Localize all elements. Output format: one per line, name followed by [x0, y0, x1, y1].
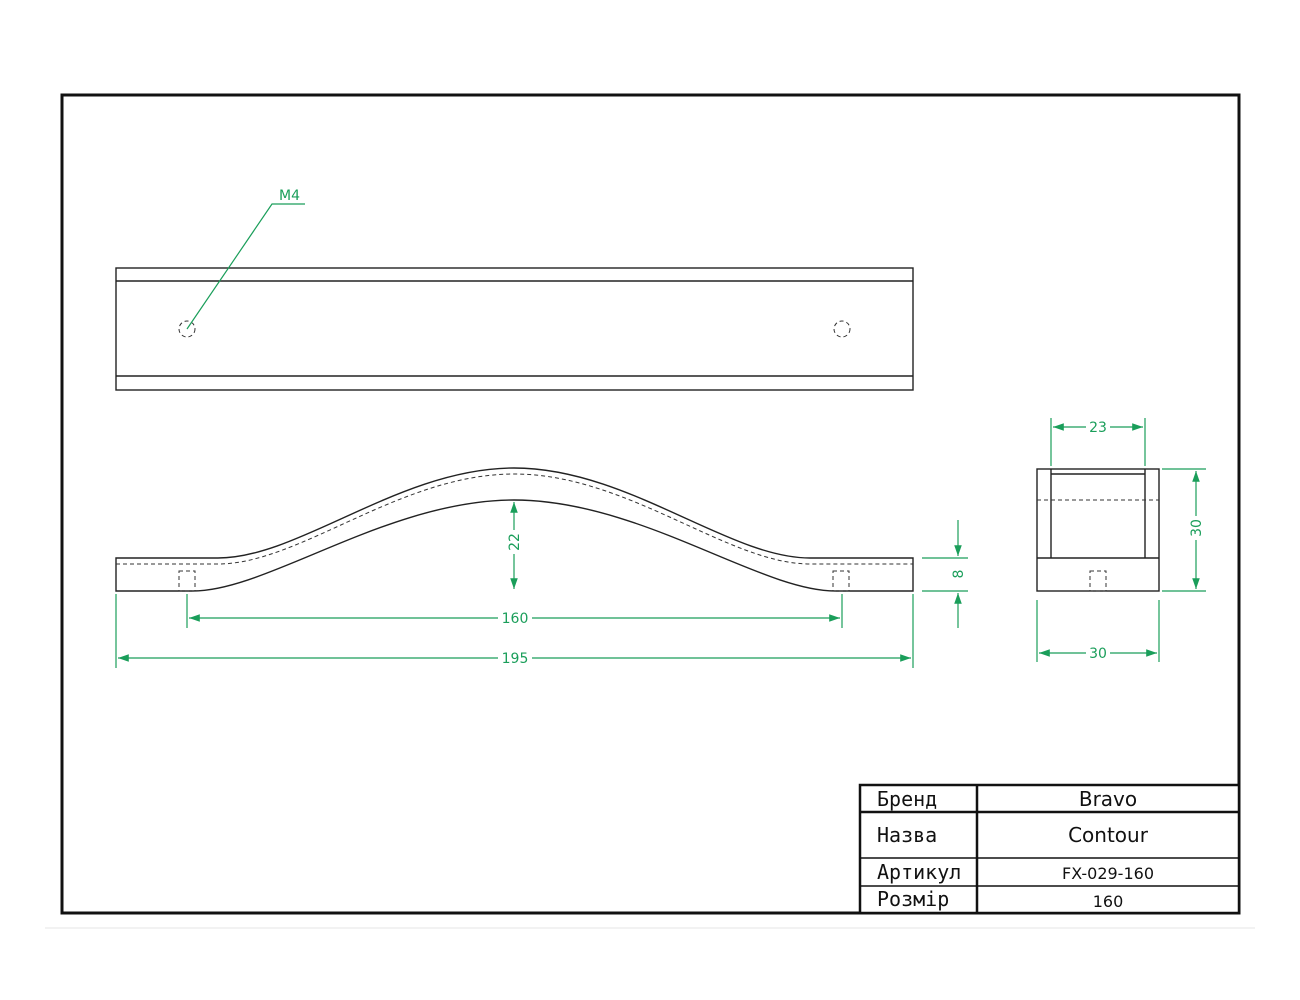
brand-value: Bravo: [1079, 787, 1137, 811]
article-label: Артикул: [877, 860, 961, 884]
side-width-text-bg: [1086, 644, 1110, 662]
hole-spacing-value: 160: [502, 611, 529, 627]
size-label: Розмір: [877, 887, 949, 911]
arch-height-value: 22: [507, 533, 523, 551]
brand-label: Бренд: [877, 787, 937, 811]
drawing-frame: [60, 93, 1241, 915]
side-view-thread-hole: [1089, 570, 1107, 592]
side-view: 23 30 30: [1036, 418, 1206, 662]
inner-width-text-bg: [1086, 418, 1110, 436]
top-view: M4: [115, 188, 914, 391]
hole-spacing-text-bg: [498, 609, 532, 627]
total-length-value: 195: [502, 651, 529, 667]
size-value: 160: [1093, 892, 1124, 911]
title-block: Бренд Bravo Назва Contour Артикул FX-029…: [858, 783, 1241, 915]
arch-height-text-bg: [505, 530, 523, 554]
top-view-outline: [115, 267, 914, 391]
side-view-outline: [1036, 468, 1160, 592]
front-view-outline: [115, 467, 914, 592]
name-label: Назва: [877, 823, 937, 847]
mount-hole-right: [833, 320, 851, 338]
front-view-hidden-edge: [116, 473, 913, 565]
m4-leader-line: [186, 203, 305, 330]
side-width-value: 30: [1089, 646, 1107, 662]
mount-hole-left: [178, 320, 196, 338]
front-view: 22 160 195 8: [115, 467, 968, 668]
title-block-border: [858, 783, 1241, 915]
thread-hole-right: [832, 570, 850, 592]
name-value: Contour: [1068, 823, 1149, 847]
side-height-value: 30: [1189, 519, 1205, 537]
thread-hole-left: [178, 570, 196, 592]
inner-width-value: 23: [1089, 420, 1107, 436]
m4-leader-label: M4: [279, 188, 300, 204]
side-height-text-bg: [1187, 516, 1205, 540]
article-value: FX-029-160: [1062, 864, 1154, 883]
thickness-value: 8: [951, 570, 967, 579]
total-length-text-bg: [498, 649, 532, 667]
